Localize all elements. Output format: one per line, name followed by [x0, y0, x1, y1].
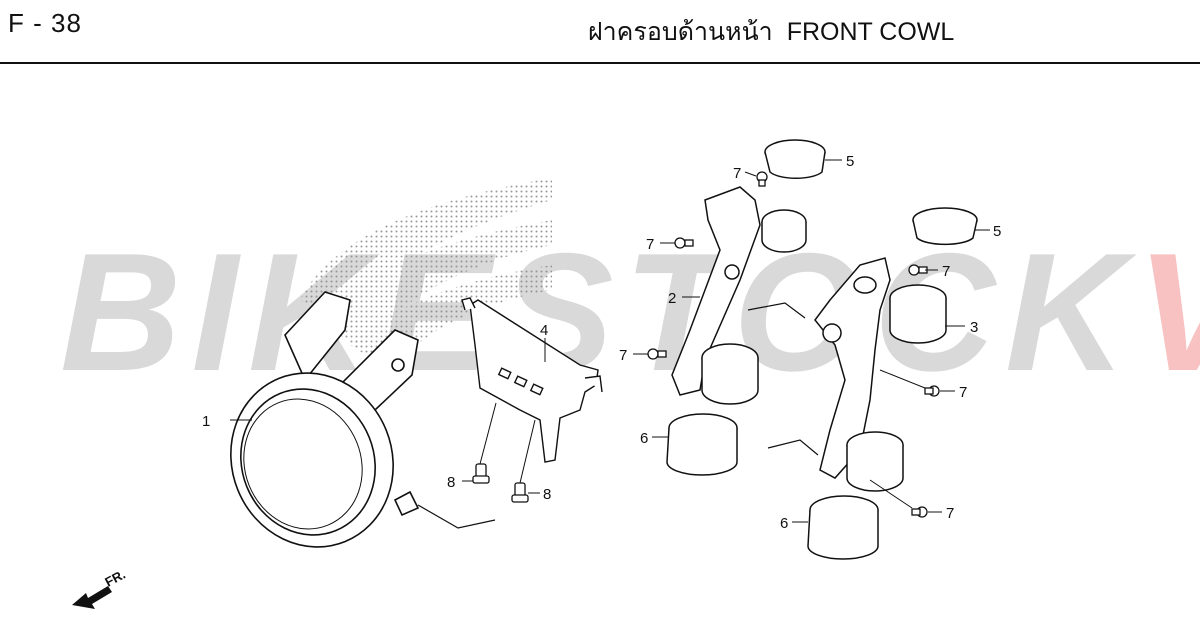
- callout-8a: 8: [447, 474, 455, 491]
- part-3-right-cover: [814, 257, 947, 492]
- part-7-screw-f: [911, 506, 928, 518]
- part-7-screw-b: [674, 237, 694, 249]
- part-8-bolt-a: [472, 463, 490, 484]
- callout-4: 4: [540, 322, 548, 339]
- part-7-screw-e: [924, 385, 940, 397]
- callout-7e: 7: [959, 384, 967, 401]
- part-5-ring-b: [912, 207, 978, 246]
- callout-7a: 7: [733, 165, 741, 182]
- callout-2: 2: [668, 290, 676, 307]
- part-7-screw-a: [756, 171, 768, 187]
- front-direction-arrow-icon: [72, 586, 112, 609]
- part-6-ring-a: [666, 413, 738, 476]
- callout-5a: 5: [846, 153, 854, 170]
- front-direction-label: FR.: [102, 567, 128, 590]
- header-divider: [0, 62, 1200, 64]
- leader-bolt-8b: [519, 419, 536, 484]
- callout-8b: 8: [543, 486, 551, 503]
- part-1-headlight-cowl: [230, 291, 420, 548]
- part-5-ring-a: [764, 139, 826, 180]
- title-english: FRONT COWL: [786, 18, 955, 46]
- callout-7d: 7: [942, 263, 950, 280]
- watermark-part2: VN: [1136, 218, 1200, 406]
- callout-7f: 7: [946, 505, 954, 522]
- part-6-ring-b: [807, 495, 879, 560]
- leader-screw-7a: [744, 171, 757, 177]
- leader-part-1: [417, 504, 496, 529]
- callout-6a: 6: [640, 430, 648, 447]
- leader-connector-bottom: [767, 439, 819, 456]
- title-thai: ฝาครอบด้านหน้า: [588, 18, 773, 46]
- page-title: ฝาครอบด้านหน้า FRONT COWL: [588, 12, 968, 52]
- part-4-bracket: [461, 297, 603, 463]
- leader-connector-top: [747, 302, 806, 319]
- part-7-screw-c: [647, 348, 667, 360]
- leader-bolt-8a: [479, 402, 497, 465]
- callout-6b: 6: [780, 515, 788, 532]
- callout-5b: 5: [993, 223, 1001, 240]
- leader-screw-7f-path: [869, 479, 913, 509]
- callout-3: 3: [970, 319, 978, 336]
- callout-7b: 7: [646, 236, 654, 253]
- part-2-left-cover: [671, 186, 807, 405]
- page-code: F - 38: [8, 8, 82, 38]
- part-7-screw-d: [908, 264, 928, 276]
- part-8-bolt-b: [511, 482, 529, 503]
- callout-1: 1: [202, 413, 210, 430]
- leader-screw-7e-path: [879, 369, 926, 389]
- callout-7c: 7: [619, 347, 627, 364]
